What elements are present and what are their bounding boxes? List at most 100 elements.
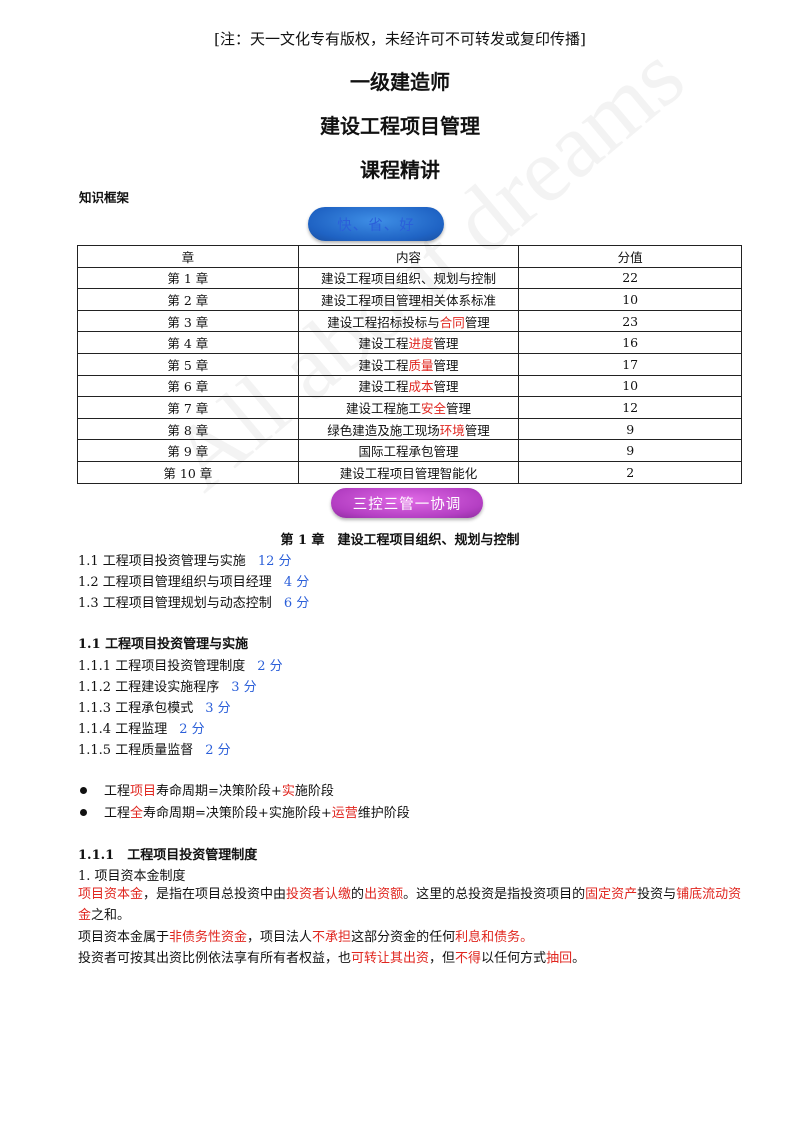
highlight-text: 铺底流动资金 [78, 887, 742, 923]
bullet-text: 施阶段 [294, 784, 334, 799]
score-cell: 2 [518, 460, 742, 484]
content-highlight: 安全 [420, 400, 446, 416]
highlight-text: 固定资产 [585, 887, 638, 902]
bullet-highlight: 运营 [331, 806, 358, 821]
copyright-notice: [注：天一文化专有版权，未经许可不可转发或复印传播] [214, 30, 586, 48]
content-text: 建设工程 [358, 379, 409, 395]
section-label: 1.2 工程项目管理组织与项目经理 [78, 575, 272, 590]
chapter-cell: 第 9 章 [77, 439, 299, 462]
content-text: 建设工程项目组织、规划与控制 [320, 271, 496, 287]
ch1-section-1: 1.1 工程项目投资管理与实施 12 分 [78, 550, 292, 569]
content-cell: 建设工程质量管理 [297, 352, 520, 376]
chapter-cell: 第 3 章 [77, 309, 299, 333]
body-text: 项目资本金属于 [78, 930, 170, 945]
bullet-text: 寿命周期=决策阶段+实施阶段+ [143, 806, 332, 821]
section-1-1-heading: 1.1 工程项目投资管理与实施 [78, 637, 249, 652]
body-text: 以任何方式 [481, 951, 547, 966]
content-cell: 建设工程成本管理 [297, 374, 520, 398]
paragraph-investor-rights: 投资者可按其出资比例依法享有所有者权益，也可转让其出资，但不得以任何方式抽回。 [78, 948, 743, 969]
chapter-cell: 第 4 章 [77, 331, 299, 354]
body-text: 投资与 [637, 887, 677, 902]
content-text: 管理 [433, 357, 459, 373]
bullet-project-lifecycle: 工程项目寿命周期=决策阶段+实施阶段 [80, 780, 334, 799]
content-text: 绿色建造及施工现场 [327, 422, 440, 438]
content-highlight: 质量 [408, 357, 434, 373]
item-score: 2 分 [179, 722, 205, 737]
score-cell: 22 [518, 266, 742, 290]
content-cell: 国际工程承包管理 [297, 439, 520, 462]
section-1-1-1-heading: 1.1.1 工程项目投资管理制度 [78, 848, 258, 863]
section-label: 1.3 工程项目管理规划与动态控制 [78, 596, 272, 611]
section-score: 4 分 [283, 575, 310, 590]
score-cell: 17 [518, 352, 742, 376]
chapter-cell: 第 8 章 [77, 417, 299, 441]
sec11-item-4: 1.1.4 工程监理 2 分 [78, 718, 205, 737]
header-content: 内容 [297, 245, 520, 268]
body-text: 。 [572, 951, 586, 966]
highlight-text: 项目资本金 [78, 887, 144, 902]
body-text: ，但 [429, 951, 456, 966]
bullet-highlight: 实 [281, 784, 295, 799]
body-text: 。这里的总投资是指投资项目的 [403, 887, 586, 902]
highlight-text: 不得 [455, 951, 482, 966]
body-text: ，项目法人 [247, 930, 313, 945]
content-highlight: 进度 [408, 336, 434, 352]
content-text: 建设工程 [358, 357, 409, 373]
bullet-text: 寿命周期=决策阶段+ [156, 784, 282, 799]
bullet-dot-icon [80, 809, 87, 816]
content-cell: 建设工程项目管理智能化 [297, 460, 520, 484]
highlight-text: 投资者认缴 [286, 887, 352, 902]
header-chapter: 章 [77, 245, 299, 268]
item-score: 3 分 [231, 680, 257, 695]
item-score: 2 分 [205, 743, 231, 758]
item-label: 1.1.3 工程承包模式 [78, 701, 194, 716]
score-cell: 9 [518, 439, 742, 462]
bullet-highlight: 项目 [130, 784, 157, 799]
highlight-text: 可转让其出资 [351, 951, 430, 966]
score-cell: 10 [518, 288, 742, 311]
content-cell: 建设工程项目组织、规划与控制 [297, 266, 520, 290]
body-text: ，是指在项目总投资中由 [143, 887, 287, 902]
highlight-text: 利息和债务。 [455, 930, 534, 945]
title-line-3: 课程精讲 [360, 158, 440, 182]
content-text: 管理 [464, 314, 490, 330]
body-text: 之和。 [91, 908, 131, 923]
content-cell: 建设工程招标投标与合同管理 [297, 309, 520, 333]
content-text: 管理 [464, 422, 490, 438]
bullet-text: 维护阶段 [357, 806, 410, 821]
score-cell: 23 [518, 309, 742, 333]
chapter-cell: 第 7 章 [77, 396, 299, 419]
sec11-item-5: 1.1.5 工程质量监督 2 分 [78, 739, 231, 758]
content-text: 建设工程施工 [345, 400, 421, 416]
body-text: 投资者可按其出资比例依法享有所有者权益，也 [78, 951, 352, 966]
content-text: 国际工程承包管理 [358, 444, 459, 460]
section-score: 6 分 [283, 596, 310, 611]
content-cell: 建设工程进度管理 [297, 331, 520, 354]
item-label: 1.1.5 工程质量监督 [78, 743, 194, 758]
title-line-1: 一级建造师 [350, 70, 450, 94]
section-score: 12 分 [257, 554, 292, 569]
section-label: 1.1 工程项目投资管理与实施 [78, 554, 246, 569]
highlight-text: 不承担 [312, 930, 352, 945]
item-score: 2 分 [257, 659, 283, 674]
bullet-dot-icon [80, 787, 87, 794]
item-label: 1.1.4 工程监理 [78, 722, 168, 737]
highlight-text: 非债务性资金 [169, 930, 248, 945]
bullet-text: 工程 [104, 806, 131, 821]
fast-cheap-good-badge: 快、省、好 [308, 207, 444, 241]
chapter-cell: 第 1 章 [77, 266, 299, 290]
title-line-2: 建设工程项目管理 [320, 114, 480, 138]
content-text: 建设工程项目管理相关体系标准 [320, 292, 496, 308]
ch1-section-3: 1.3 工程项目管理规划与动态控制 6 分 [78, 592, 309, 611]
body-text: 这部分资金的任何 [351, 930, 456, 945]
capital-system-item: 1. 项目资本金制度 [78, 869, 186, 884]
